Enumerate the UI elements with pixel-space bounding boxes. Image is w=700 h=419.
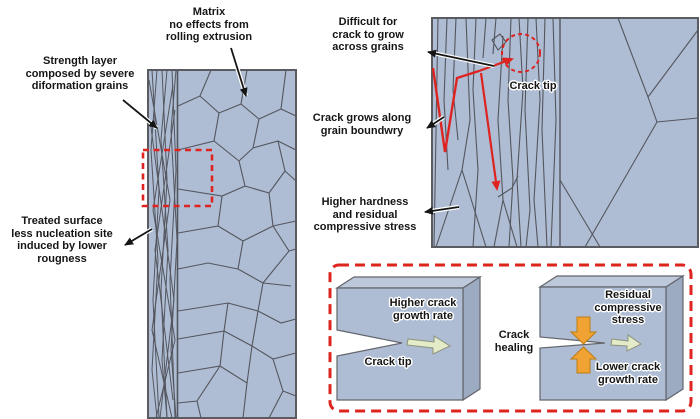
crack-path (431, 57, 514, 191)
crack-tip-highlight-circle (501, 33, 541, 73)
growth-direction-arrows (406, 334, 642, 355)
coarse-grains (559, 17, 699, 248)
left-material-panel (141, 69, 297, 419)
matrix-grains (177, 69, 297, 419)
block-higher-growth (334, 275, 483, 402)
highlight-region-box (141, 148, 214, 208)
matrix-arrow (230, 47, 248, 97)
block-lower-growth (537, 274, 686, 402)
inset-border (328, 263, 693, 413)
stress-arrow-down (569, 316, 598, 345)
higher-hardness-arrow (424, 206, 460, 215)
higher-growth-arrow (406, 335, 452, 355)
treated-surface-arrow (124, 228, 153, 246)
compressive-stress-arrows (569, 316, 598, 374)
stress-arrow-up (569, 346, 598, 374)
strength-layer-arrow (122, 99, 158, 129)
leader-arrows (121, 47, 495, 247)
crack-detail-panel (431, 17, 699, 248)
lower-growth-arrow (610, 334, 642, 352)
difficult-arrow (427, 49, 495, 67)
crack-grows-arrow (426, 116, 445, 129)
crack-healing-inset (328, 263, 693, 413)
